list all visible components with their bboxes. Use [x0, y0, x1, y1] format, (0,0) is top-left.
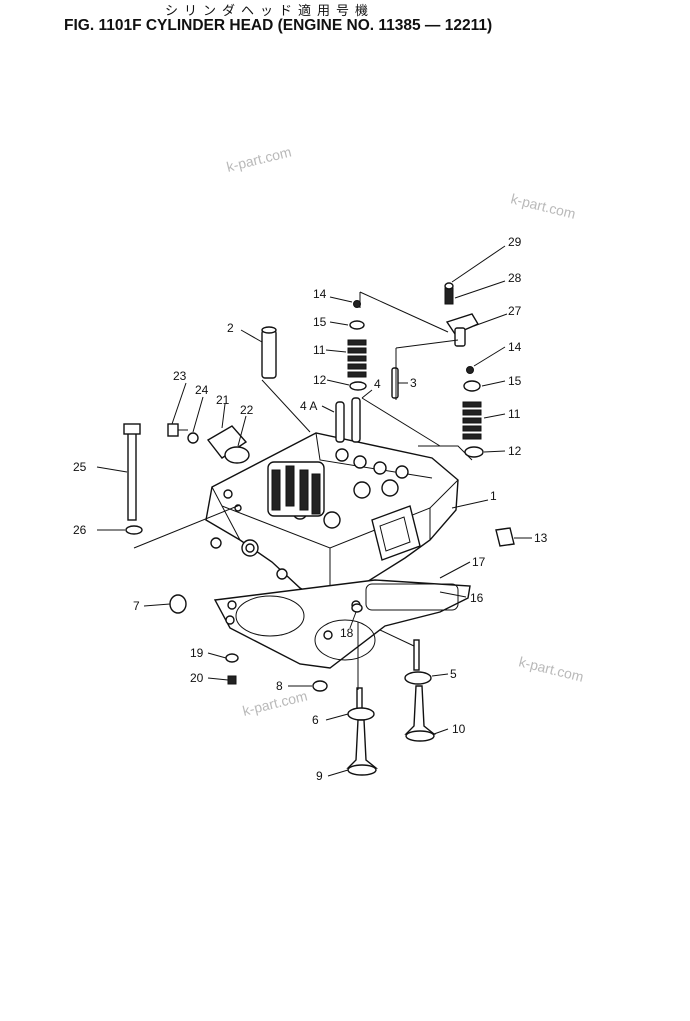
callout-29: 29 — [508, 235, 522, 249]
callout-14-right: 14 — [508, 340, 522, 354]
callout-12-right: 12 — [508, 444, 522, 458]
callout-6: 6 — [312, 713, 319, 727]
callout-15-right: 15 — [508, 374, 522, 388]
watermark-2: k-part.com — [509, 190, 577, 222]
japanese-subtitle: シリンダヘッド適用号機 — [165, 4, 375, 19]
watermark-3: k-part.com — [517, 653, 585, 685]
valves — [346, 639, 436, 776]
callout-19: 19 — [190, 646, 204, 660]
callout-15-left: 15 — [313, 315, 327, 329]
callout-28: 28 — [508, 271, 522, 285]
callout-11-left: 11 — [313, 343, 326, 357]
callout-23: 23 — [173, 369, 187, 383]
leader-lines — [96, 245, 532, 777]
callout-21: 21 — [216, 393, 230, 407]
callout-2: 2 — [227, 321, 234, 335]
valve-guides — [335, 367, 399, 443]
watermark-1: k-part.com — [225, 143, 293, 175]
callout-8: 8 — [276, 679, 283, 693]
callout-12-left: 12 — [313, 373, 327, 387]
callout-24: 24 — [195, 383, 209, 397]
callout-22: 22 — [240, 403, 254, 417]
right-spring-stack — [462, 366, 484, 458]
callout-4a: 4 A — [300, 399, 317, 413]
side-cover-parts — [123, 423, 250, 535]
part-2-tube — [261, 326, 277, 379]
left-spring-stack — [347, 300, 367, 391]
callout-3: 3 — [410, 376, 417, 390]
watermark-4: k-part.com — [241, 687, 309, 719]
callout-1: 1 — [490, 489, 497, 503]
callout-13: 13 — [534, 531, 548, 545]
bracket-lines — [133, 291, 473, 690]
cylinder-head — [205, 432, 459, 606]
callout-5: 5 — [450, 667, 457, 681]
callout-16: 16 — [470, 591, 484, 605]
callout-labels: 1 2 3 4 4 A 5 6 7 8 9 10 11 11 12 12 13 … — [73, 235, 548, 783]
callout-10: 10 — [452, 722, 466, 736]
head-gasket — [213, 579, 471, 669]
callout-27: 27 — [508, 304, 522, 318]
callout-14-left: 14 — [313, 287, 327, 301]
callout-11-right: 11 — [508, 407, 521, 421]
callout-25: 25 — [73, 460, 87, 474]
callout-7: 7 — [133, 599, 140, 613]
rocker-assembly — [444, 282, 480, 347]
callout-26: 26 — [73, 523, 87, 537]
callout-18: 18 — [340, 626, 354, 640]
callout-4: 4 — [374, 377, 381, 391]
callout-17: 17 — [472, 555, 486, 569]
callout-20: 20 — [190, 671, 204, 685]
callout-9: 9 — [316, 769, 323, 783]
figure-title: FIG. 1101F CYLINDER HEAD (ENGINE NO. 113… — [64, 17, 493, 34]
